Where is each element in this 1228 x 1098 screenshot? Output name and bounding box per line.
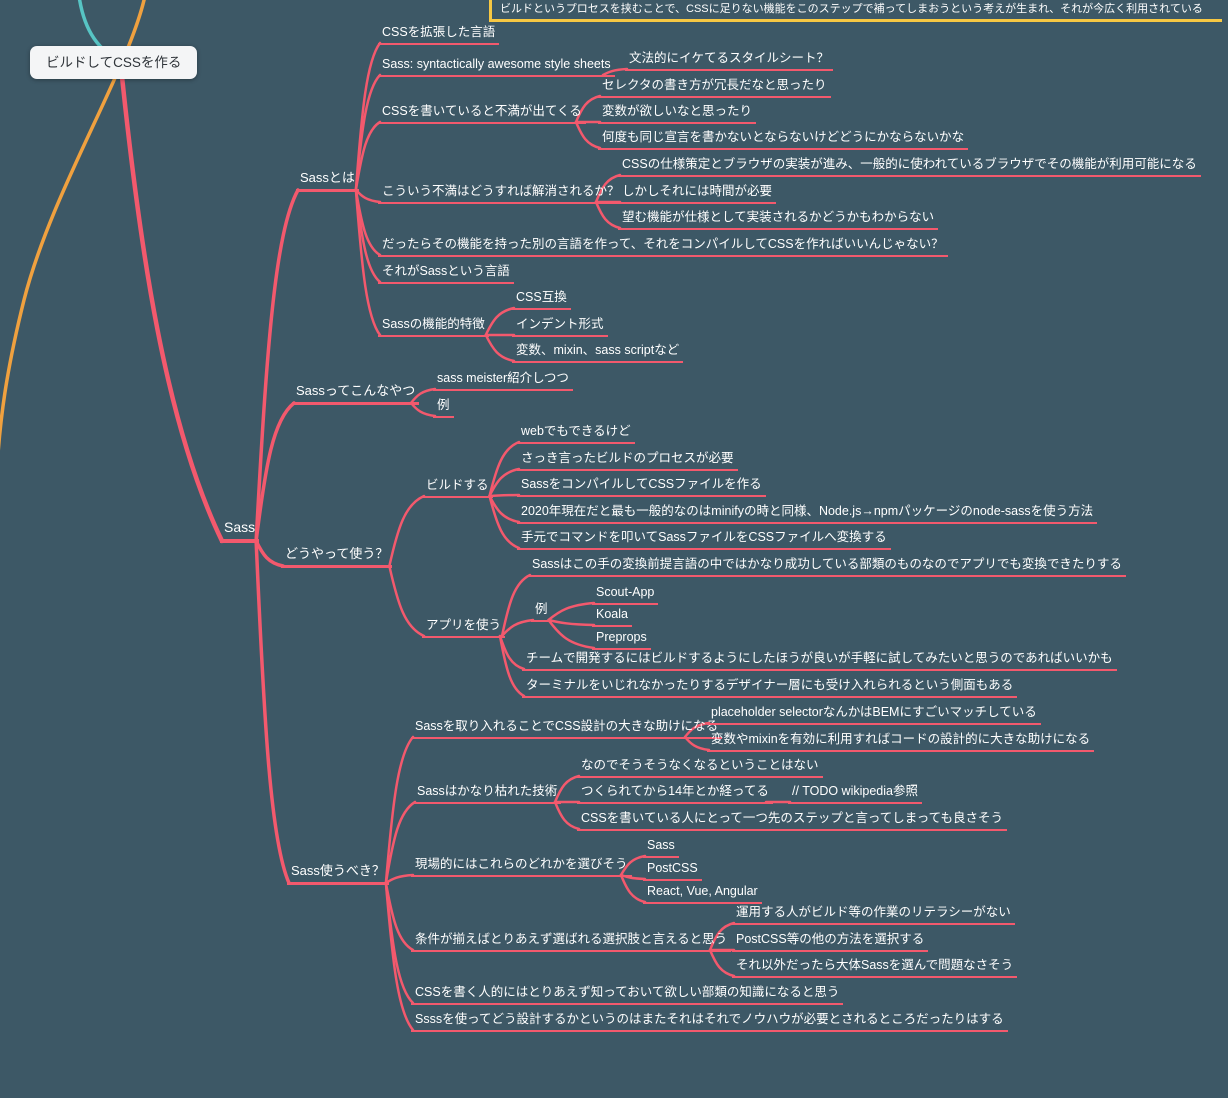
mindmap-node[interactable]: SassをコンパイルしてCSSファイルを作る [517,475,766,497]
branch-edge [488,440,521,498]
mindmap-node[interactable]: PostCSS等の他の方法を選択する [732,930,929,952]
branch-edge [488,467,521,498]
mindmap-node[interactable]: Sassとは [296,169,359,192]
mindmap-node[interactable]: CSSを書く人的にはとりあえず知っておいて欲しい部類の知識になると思う [411,983,844,1005]
mindmap-node[interactable]: つくられてから14年とか経ってる [577,782,773,804]
mindmap-node[interactable]: チームで開発するにはビルドするようにしたほうが良いが手軽に試してみたいと思うので… [522,649,1117,671]
mindmap-node[interactable]: しかしそれには時間が必要 [618,182,777,204]
branch-edge [354,188,382,337]
mindmap-node[interactable]: webでもできるけど [517,422,635,444]
mindmap-node[interactable]: 例 [531,600,552,622]
mindmap-node[interactable]: CSS互換 [512,288,571,310]
root-node[interactable]: ビルドしてCSSを作る [30,46,198,79]
branch-edge [500,573,532,638]
mindmap-node[interactable]: React, Vue, Angular [643,882,762,904]
mindmap-node[interactable]: placeholder selectorなんかはBEMにすごいマッチしている [707,703,1041,725]
mindmap-node[interactable]: 現場的にはこれらのどれかを選びそう [411,855,632,877]
branch-edge [547,618,596,650]
branch-edge [708,948,736,978]
mindmap-node[interactable]: CSSを書いていると不満が出てくる [378,102,586,124]
mindmap-node[interactable]: CSSを書いている人にとって一つ先のステップと言ってしまっても良さそう [577,809,1007,831]
branch-edge [354,73,382,192]
central-topic-node[interactable]: Sass [220,518,260,543]
mindmap-node[interactable]: Sassの機能的特徴 [378,315,489,337]
mindmap-node[interactable]: 2020年現在だと最も一般的なのはminifyの時と同様、Node.js→npm… [517,502,1098,524]
mindmap-node[interactable]: Sass [643,836,679,858]
mindmap-node[interactable]: さっき言ったビルドのプロセスが必要 [517,449,738,471]
branch-edge [708,921,736,952]
branch-edge [388,564,426,638]
mindmap-node[interactable]: PostCSS [643,859,702,881]
branch-edge [254,539,291,885]
mindmap-node[interactable]: インデント形式 [512,315,608,337]
branch-edge [488,493,521,498]
mindmap-node[interactable]: Sassはかなり枯れた技術 [413,782,562,804]
branch-edge [574,94,602,124]
mindmap-node[interactable]: Sass使うべき？ [287,862,389,885]
branch-edge [500,618,535,638]
mindmap-node[interactable]: 条件が揃えばとりあえず選ばれる選択肢と言えると思う [411,930,732,952]
branch-edge [498,634,526,698]
mindmap-node[interactable]: ビルドする [422,476,493,498]
branch-edge [594,200,622,230]
branch-edge [553,800,581,831]
mindmap-node[interactable]: 変数やmixinを有効に利用すればコードの設計的に大きな助けになる [707,730,1095,752]
mindmap-node[interactable]: Koala [592,605,632,627]
mindmap-node[interactable]: Sassってこんなやつ [292,382,420,405]
mindmap-node[interactable]: CSSを拡張した言語 [378,23,500,45]
mindmap-node[interactable]: Sassはこの手の変換前提言語の中ではかなり成功している部類のものなのでアプリで… [528,555,1126,577]
mindmap-node[interactable]: Scout-App [592,583,659,605]
mindmap-node[interactable]: Preprops [592,628,651,650]
mindmap-node[interactable]: Ssssを使ってどう設計するかというのはまたそれはそれでノウハウが必要とされると… [411,1010,1008,1032]
mindmap-node[interactable]: Sassを取り入れることでCSS設計の大きな助けになる [411,717,723,739]
mindmap-node[interactable]: 文法的にイケてるスタイルシート？ [625,49,834,71]
mindmap-node[interactable]: それがSassという言語 [378,262,514,284]
branch-edge [384,873,415,885]
mindmap-node[interactable]: なのでそうそうなくなるということはない [577,756,823,778]
mindmap-node[interactable]: アプリを使う [422,616,506,638]
mindmap-node[interactable]: こういう不満はどうすれば解消されるか？ [378,182,624,204]
mindmap-node[interactable]: 何度も同じ宣言を書かないとならないけどどうにかならないかな [598,128,969,150]
mindmap-node[interactable]: 手元でコマンドを叩いてSassファイルをCSSファイルへ変換する [517,528,891,550]
mindmap-node[interactable]: 変数、mixin、sass scriptなど [512,341,684,363]
branch-edge [254,401,296,543]
mindmap-node[interactable]: Sass: syntactically awesome style sheets [378,55,615,77]
branch-edge [254,539,285,568]
branch-edge [119,74,225,544]
mindmap-node[interactable]: それ以外だったら大体Sassを選んで問題なさそう [732,956,1018,978]
branch-edge [484,306,516,337]
mindmap-node[interactable]: だったらその機能を持った別の言語を作って、それをコンパイルしてCSSを作ればいい… [378,235,948,257]
mindmap-node[interactable]: 例 [433,396,454,418]
branch-edge [553,774,581,804]
mindmap-node[interactable]: 運用する人がビルド等の作業のリテラシーがない [732,903,1015,925]
mindmap-node[interactable]: ターミナルをいじれなかったりするデザイナー層にも受け入れられるという側面もある [522,676,1018,698]
branch-edge [594,173,622,204]
branch-edge [601,67,629,77]
branch-edge [388,494,426,568]
branch-edge [409,387,437,405]
mindmap-node[interactable]: 変数が欲しいなと思ったり [598,102,757,124]
mindmap-node[interactable]: CSSの仕様策定とブラウザの実装が進み、一般的に使われているブラウザでその機能が… [618,155,1201,177]
branch-edge [619,854,647,877]
mindmap-node[interactable]: // TODO wikipedia参照 [788,782,922,804]
branch-edge [354,188,382,204]
branch-edge [354,120,382,192]
floating-note[interactable]: ビルドというプロセスを挟むことで、CSSに足りない機能をこのステップで補ってしま… [489,0,1222,22]
mindmap-node[interactable]: 望む機能が仕様として実装されるかどうかもわからない [618,208,939,230]
branch-edge [384,735,415,885]
branch-edge [574,120,602,150]
branch-edge [619,873,647,904]
mindmap-node[interactable]: どうやって使う？ [281,545,393,568]
branch-edge [547,601,596,622]
branch-edge [384,800,417,885]
branch-edge [254,188,300,543]
mindmap-node[interactable]: セレクタの書き方が冗長だなと思ったり [598,76,831,98]
branch-edge [683,721,711,739]
mindmap-node[interactable]: sass meister紹介しつつ [433,369,573,391]
branch-edge [384,881,415,1032]
branch-edge [547,618,596,627]
branch-edge [484,333,516,363]
branch-edge [488,494,521,550]
